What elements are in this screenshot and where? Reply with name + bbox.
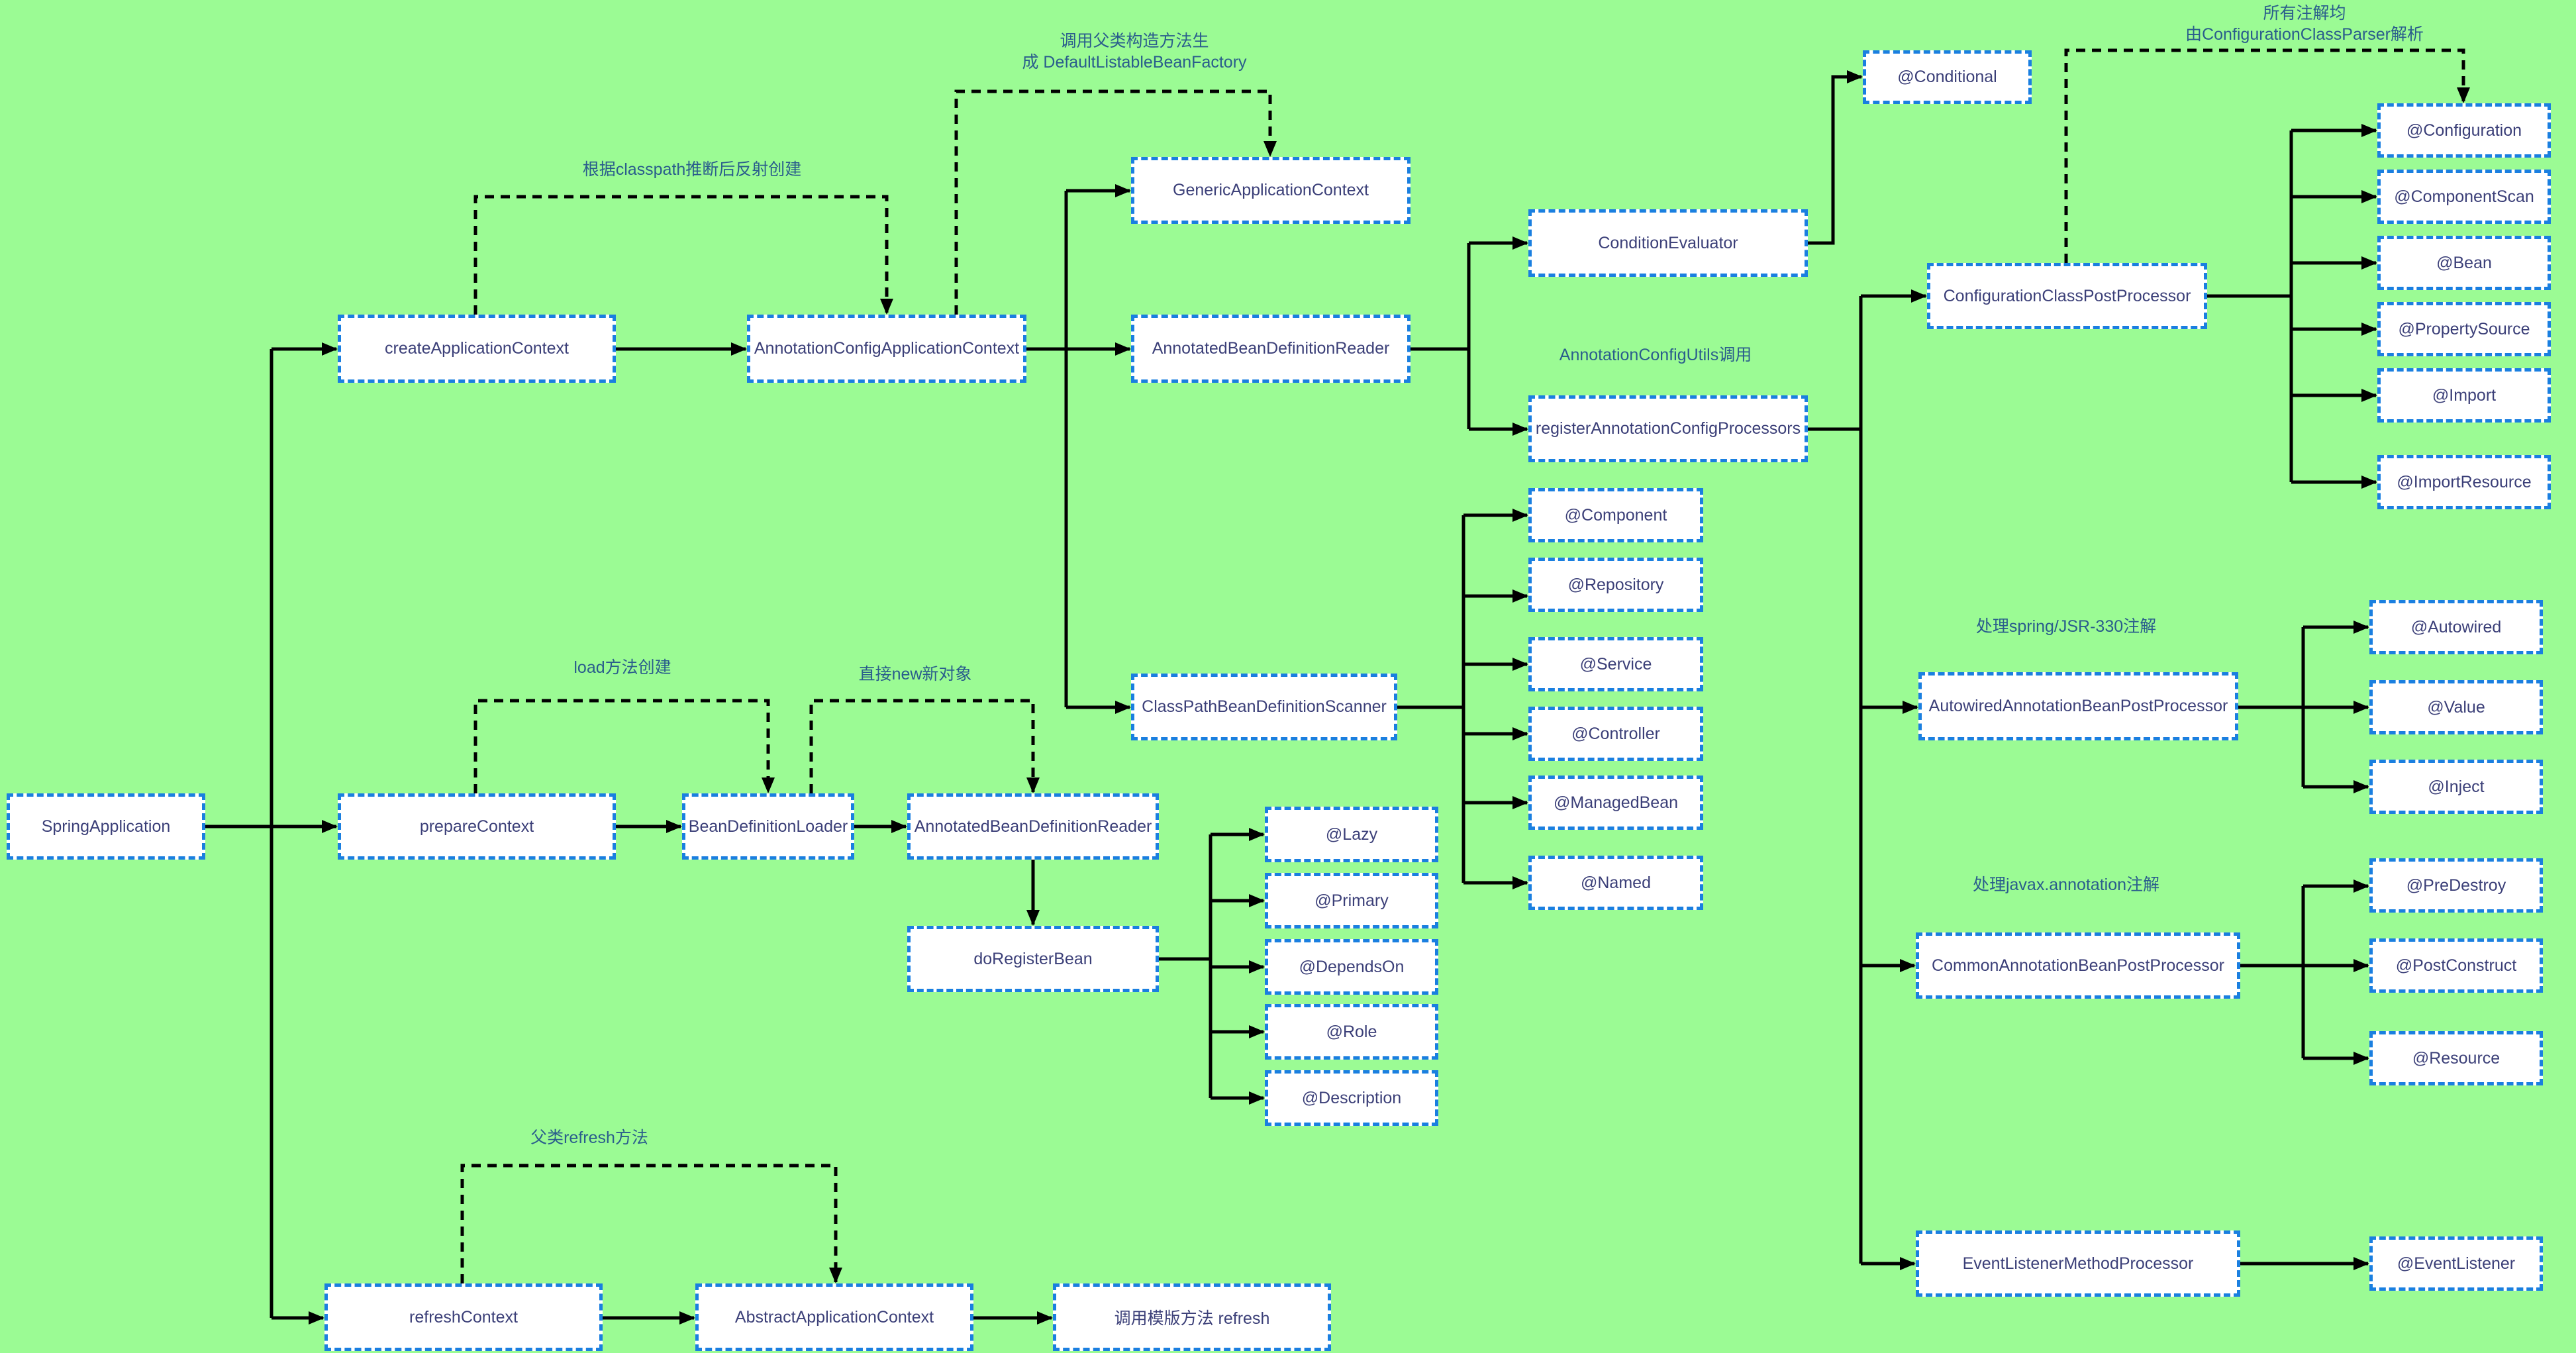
note-spring-jsr330: 处理spring/JSR-330注解	[1975, 617, 2157, 636]
edge-condition-to-conditional	[1808, 70, 1863, 245]
node-import[interactable]: @Import	[2377, 368, 2551, 423]
node-autowired-annotation-bean-post-processor[interactable]: AutowiredAnnotationBeanPostProcessor	[1918, 672, 2238, 740]
node-import-resource[interactable]: @ImportResource	[2377, 455, 2551, 509]
node-pre-destroy[interactable]: @PreDestroy	[2369, 858, 2543, 913]
node-do-register-bean[interactable]: doRegisterBean	[907, 926, 1159, 992]
note-load-create: load方法创建	[573, 658, 671, 677]
node-generic-application-context[interactable]: GenericApplicationContext	[1131, 157, 1411, 224]
node-template-refresh[interactable]: 调用模版方法 refresh	[1053, 1283, 1331, 1351]
note-parent-refresh: 父类refresh方法	[530, 1128, 648, 1147]
note-annotation-config-utils: AnnotationConfigUtils调用	[1559, 346, 1752, 364]
node-managed-bean[interactable]: @ManagedBean	[1528, 776, 1703, 830]
node-repository[interactable]: @Repository	[1528, 558, 1703, 612]
node-description[interactable]: @Description	[1265, 1070, 1438, 1126]
node-condition-evaluator[interactable]: ConditionEvaluator	[1528, 209, 1808, 277]
node-annotated-bean-definition-reader-mid[interactable]: AnnotatedBeanDefinitionReader	[907, 793, 1159, 860]
node-register-annotation-config-processors[interactable]: registerAnnotationConfigProcessors	[1528, 395, 1808, 462]
node-refresh-context[interactable]: refreshContext	[324, 1283, 603, 1351]
note-parent-constructor-line1: 调用父类构造方法生	[1060, 32, 1209, 50]
node-spring-application[interactable]: SpringApplication	[7, 793, 205, 860]
dashed-loader-to-abdr-mid	[809, 699, 1040, 793]
dashed-create-to-acac	[473, 195, 893, 315]
node-bean[interactable]: @Bean	[2377, 236, 2551, 290]
note-javax-annotation: 处理javax.annotation注解	[1972, 876, 2160, 894]
note-parsed-by-line1: 所有注解均	[2263, 4, 2346, 23]
node-bean-definition-loader[interactable]: BeanDefinitionLoader	[682, 793, 854, 860]
node-autowired[interactable]: @Autowired	[2369, 600, 2543, 654]
node-named[interactable]: @Named	[1528, 856, 1703, 910]
node-abstract-application-context[interactable]: AbstractApplicationContext	[695, 1283, 973, 1351]
note-reflect-create: 根据classpath推断后反射创建	[582, 160, 802, 179]
node-inject[interactable]: @Inject	[2369, 760, 2543, 814]
node-component[interactable]: @Component	[1528, 488, 1703, 542]
node-configuration-class-post-processor[interactable]: ConfigurationClassPostProcessor	[1927, 263, 2207, 329]
node-class-path-bean-definition-scanner[interactable]: ClassPathBeanDefinitionScanner	[1131, 674, 1397, 740]
node-lazy[interactable]: @Lazy	[1265, 807, 1438, 862]
note-parsed-by: 所有注解均 由ConfigurationClassParser解析	[2185, 3, 2424, 45]
node-role[interactable]: @Role	[1265, 1004, 1438, 1060]
node-post-construct[interactable]: @PostConstruct	[2369, 938, 2543, 993]
node-event-listener[interactable]: @EventListener	[2369, 1236, 2543, 1291]
node-service[interactable]: @Service	[1528, 637, 1703, 691]
node-prepare-context[interactable]: prepareContext	[338, 793, 616, 860]
dashed-ccpp-to-configuration	[2064, 48, 2470, 263]
node-conditional[interactable]: @Conditional	[1863, 50, 2032, 104]
note-parent-constructor: 调用父类构造方法生 成 DefaultListableBeanFactory	[1022, 30, 1246, 73]
node-configuration[interactable]: @Configuration	[2377, 103, 2551, 158]
node-value[interactable]: @Value	[2369, 680, 2543, 734]
note-parent-constructor-line2: 成 DefaultListableBeanFactory	[1022, 53, 1247, 72]
note-parsed-by-line2: 由ConfigurationClassParser解析	[2185, 25, 2424, 44]
node-annotation-config-application-context[interactable]: AnnotationConfigApplicationContext	[747, 315, 1026, 383]
node-event-listener-method-processor[interactable]: EventListenerMethodProcessor	[1916, 1230, 2240, 1297]
node-create-application-context[interactable]: createApplicationContext	[338, 315, 616, 383]
node-annotated-bean-definition-reader-top[interactable]: AnnotatedBeanDefinitionReader	[1131, 315, 1411, 383]
node-primary[interactable]: @Primary	[1265, 873, 1438, 928]
node-depends-on[interactable]: @DependsOn	[1265, 939, 1438, 995]
node-resource[interactable]: @Resource	[2369, 1031, 2543, 1085]
dashed-prepare-to-loader	[473, 699, 775, 793]
dashed-refresh-to-abstract	[460, 1164, 842, 1283]
node-property-source[interactable]: @PropertySource	[2377, 302, 2551, 356]
dashed-acac-to-generic	[954, 89, 1277, 315]
node-controller[interactable]: @Controller	[1528, 707, 1703, 761]
node-component-scan[interactable]: @ComponentScan	[2377, 170, 2551, 224]
node-common-annotation-bean-post-processor[interactable]: CommonAnnotationBeanPostProcessor	[1916, 932, 2240, 999]
note-new-object: 直接new新对象	[858, 665, 972, 683]
